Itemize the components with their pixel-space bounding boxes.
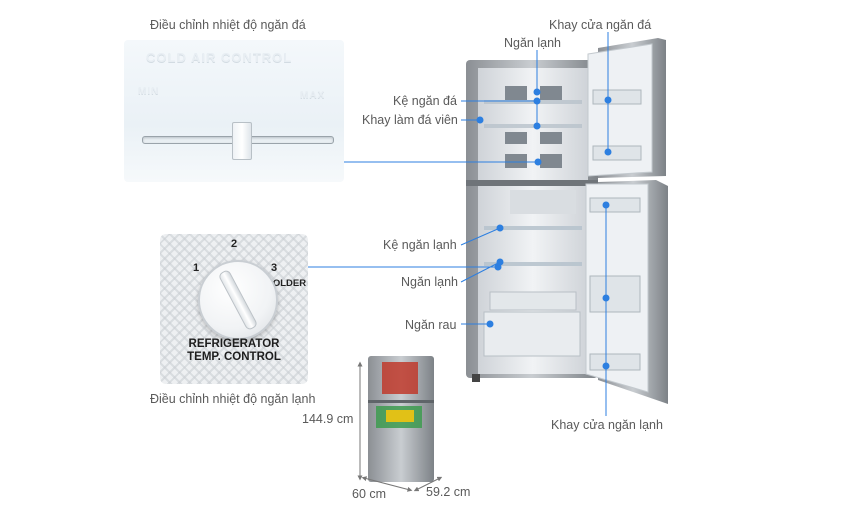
fridge-body xyxy=(466,60,598,382)
small-fridge-image xyxy=(368,356,434,482)
dimension-depth: 59.2 cm xyxy=(426,485,471,499)
dimension-arrows xyxy=(357,361,443,492)
freezer-control-caption: Điều chỉnh nhiệt độ ngăn đá xyxy=(150,18,306,32)
fridge-control-panel-image: 1 2 3 COLDER REFRIGERATOR TEMP. CONTROL xyxy=(160,234,308,384)
label-freezer-compartment: Ngăn lạnh xyxy=(504,36,561,50)
dial-number-3: 3 xyxy=(271,262,278,274)
dial-control-line1: REFRIGERATOR xyxy=(188,338,280,350)
dial-colder-label: COLDER xyxy=(266,278,307,289)
fridge-door xyxy=(585,180,668,404)
freezer-control-panel-image: COLD AIR CONTROL MIN MAX xyxy=(124,40,344,182)
label-dots xyxy=(476,88,612,370)
label-fridge-shelf: Kệ ngăn lạnh xyxy=(383,238,457,252)
label-freezer-shelf: Kệ ngăn đá xyxy=(393,94,457,108)
freezer-panel-emboss-min: MIN xyxy=(138,86,160,97)
label-fridge-compartment: Ngăn lạnh xyxy=(401,275,458,289)
fridge-control-caption: Điều chỉnh nhiệt độ ngăn lạnh xyxy=(150,392,316,406)
freezer-panel-emboss-max: MAX xyxy=(300,90,326,101)
label-ice-tray: Khay làm đá viên xyxy=(362,113,458,127)
label-freezer-door-tray: Khay cửa ngăn đá xyxy=(549,18,652,32)
dial-number-1: 1 xyxy=(193,262,200,274)
dimension-height: 144.9 cm xyxy=(302,412,354,426)
dial-number-2: 2 xyxy=(231,238,238,250)
temperature-dial-knob xyxy=(198,260,278,340)
dial-control-line2: TEMP. CONTROL xyxy=(187,351,281,363)
freezer-panel-emboss-title: COLD AIR CONTROL xyxy=(146,50,293,65)
label-fridge-door-tray: Khay cửa ngăn lạnh xyxy=(551,418,663,432)
dimension-width: 60 cm xyxy=(352,487,387,501)
label-vegetable-drawer: Ngăn rau xyxy=(405,318,457,332)
freezer-slider-knob xyxy=(232,122,252,160)
freezer-door xyxy=(587,38,666,178)
